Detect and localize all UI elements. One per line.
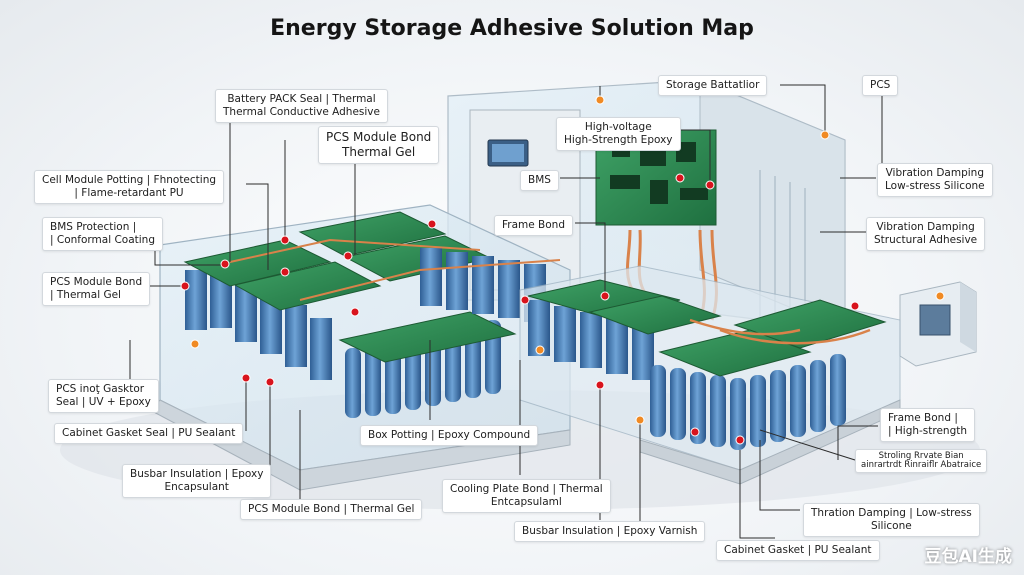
label-bms-center: BMS — [520, 170, 559, 191]
label-line: Cabinet Gasket Seal | PU Sealant — [62, 427, 236, 439]
label-line: High-voltage — [584, 121, 652, 133]
label-line: Low-stress Silicone — [885, 180, 985, 192]
label-line: Cooling Plate Bond | Thermal — [450, 483, 603, 495]
label-line: Structural Adhesive — [874, 234, 978, 246]
label-frame-bond-right: Frame Bond | | High-strength — [880, 408, 976, 442]
page-title: Energy Storage Adhesive Solution Map — [270, 16, 754, 41]
label-cell-module-potting: Cell Module Potting | Fhnotecting | Flam… — [34, 170, 225, 204]
watermark: 豆包AI生成 — [924, 547, 1012, 567]
label-line: Vibration Damping — [876, 221, 975, 233]
label-cabinet-gasket-left: Cabinet Gasket Seal | PU Sealant — [54, 423, 244, 444]
label-line: BMS — [528, 174, 551, 186]
label-storage-battery: Storage Battatlior — [658, 75, 768, 96]
adhesive-markers — [180, 173, 860, 445]
label-line: Box Potting | Epoxy Compound — [368, 429, 531, 441]
label-pcs: PCS — [862, 75, 899, 96]
label-bms-protection: BMS Protection | | Conformal Coating — [42, 217, 163, 251]
label-line: Stroling Rrvate Bian — [878, 451, 964, 461]
label-line: PCS — [870, 79, 891, 91]
label-line: Busbar Insulation | Epoxy Varnish — [522, 525, 698, 537]
label-line: Silicone — [870, 520, 912, 532]
orange-markers — [190, 95, 945, 425]
label-line: | High-strength — [888, 425, 968, 437]
label-line: Thermal Gel — [342, 145, 416, 159]
label-cooling-plate-bond: Cooling Plate Bond | Thermal Entcapsulam… — [442, 479, 611, 513]
label-battery-pack-seal: Battery PACK Seal | Thermal Thermal Cond… — [215, 89, 388, 123]
label-line: PCS Module Bond | Thermal Gel — [248, 503, 415, 515]
label-busbar-insulation-bottom: Busbar Insulation | Epoxy Varnish — [514, 521, 706, 542]
label-line: Cell Module Potting | Fhnotecting — [42, 174, 217, 186]
label-line: BMS Protection | — [50, 221, 137, 233]
label-vibration-damping-silicone: Vibration Damping Low-stress Silicone — [877, 163, 993, 197]
label-thration-damping: Thration Damping | Low-stress Silicone — [803, 503, 980, 537]
storage-cabinet — [447, 79, 846, 331]
label-line: Seal | UV + Epoxy — [56, 396, 151, 408]
label-line: Storage Battatlior — [666, 79, 760, 91]
label-line: Battery PACK Seal | Thermal — [227, 93, 376, 105]
label-line: Frame Bond — [502, 219, 565, 231]
right-battery-rack — [519, 265, 901, 485]
label-line: PCS Module Bond — [50, 276, 143, 288]
label-line: PCS inoţ Gasktor — [56, 383, 145, 395]
label-line: ainrartrdt Rinraiflr Abatraice — [861, 460, 982, 470]
label-line: High-Strength Epoxy — [564, 134, 673, 146]
label-line: Thration Damping | Low-stress — [811, 507, 972, 519]
label-line: Thermal Conductive Adhesive — [223, 106, 380, 118]
label-pcs-module-bond-bottom: PCS Module Bond | Thermal Gel — [240, 499, 423, 520]
label-frame-bond-center: Frame Bond — [494, 215, 573, 236]
label-pcs-module-bond-left: PCS Module Bond | Thermal Gel — [42, 272, 151, 306]
label-vibration-damping-structural: Vibration Damping Structural Adhesive — [866, 217, 986, 251]
label-cabinet-gasket-bottom: Cabinet Gasket | PU Sealant — [716, 540, 880, 561]
label-high-voltage: High-voltage High-Strength Epoxy — [556, 117, 681, 151]
label-line: Frame Bond | — [888, 412, 958, 424]
label-line: Vibration Damping — [885, 167, 984, 179]
label-pcs-module-bond-top: PCS Module Bond Thermal Gel — [318, 126, 440, 164]
label-line: | Conformal Coating — [50, 234, 155, 246]
label-box-potting: Box Potting | Epoxy Compound — [360, 425, 539, 446]
label-line: Encapsulant — [164, 481, 229, 493]
label-busbar-insulation-left: Busbar Insulation | Epoxy Encapsulant — [122, 464, 272, 498]
label-pcs-gasket-seal: PCS inoţ Gasktor Seal | UV + Epoxy — [48, 379, 159, 413]
label-line: PCS Module Bond — [326, 130, 432, 144]
label-line: Busbar Insulation | Epoxy — [130, 468, 264, 480]
label-line: | Flame-retardant PU — [74, 187, 184, 199]
label-line: | Thermal Gel — [50, 289, 121, 301]
label-stealing-private: Stroling Rrvate Bian ainrartrdt Rinraifl… — [855, 449, 988, 473]
label-line: Cabinet Gasket | PU Sealant — [724, 544, 872, 556]
label-line: Entcapsulaml — [490, 496, 562, 508]
